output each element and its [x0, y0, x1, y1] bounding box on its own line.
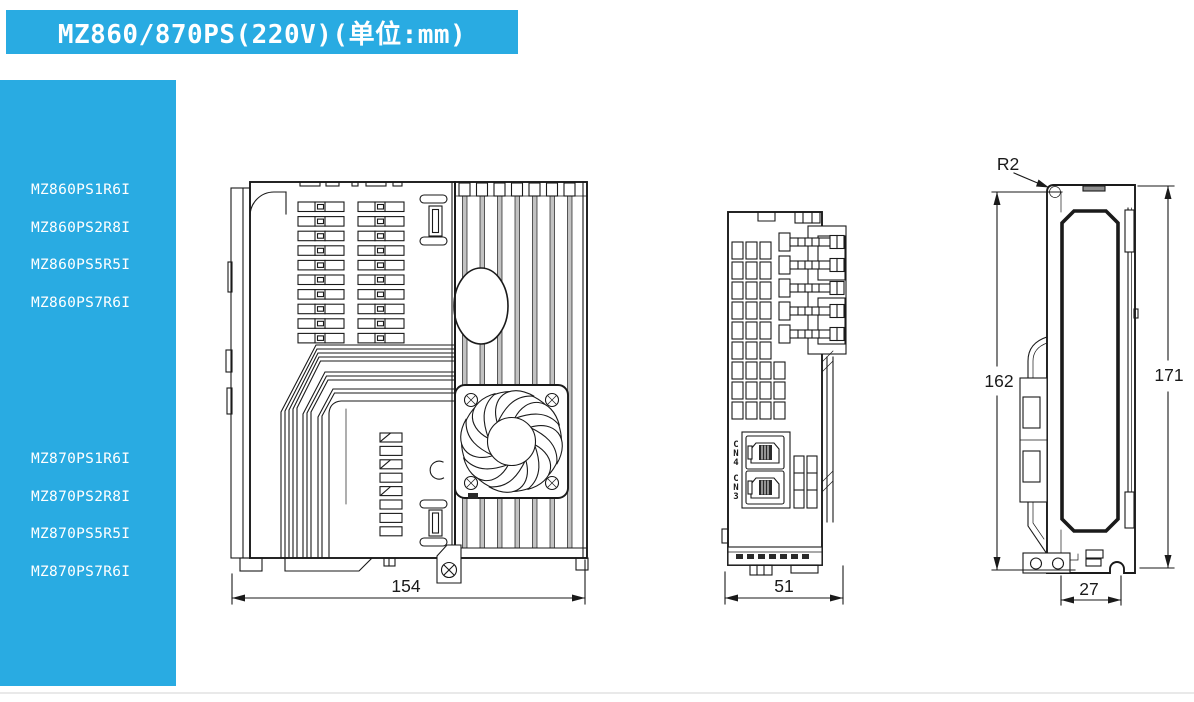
model-item: MZ870PS5R5I [31, 526, 131, 542]
dim-front-width-label: 154 [391, 576, 420, 596]
cn4-port [745, 435, 785, 470]
title-banner: MZ860/870PS(220V)(单位:mm) [6, 10, 518, 54]
model-item: MZ870PS1R6I [31, 451, 131, 467]
bottom-divider [0, 692, 1194, 694]
foot-hole [1029, 557, 1043, 570]
mounting-foot [1022, 552, 1079, 574]
model-item: MZ870PS2R8I [31, 488, 131, 505]
dim-overall-height-label: 171 [1154, 365, 1183, 385]
mounting-bracket [1019, 336, 1048, 555]
foot-hole [1051, 557, 1065, 570]
dimension-annotations: 154 51 162 171 [231, 154, 1184, 606]
page-title: MZ860/870PS(220V)(单位:mm) [57, 19, 467, 50]
fan-screw [463, 475, 479, 491]
dim-foot-width-label: 27 [1079, 579, 1098, 599]
mounting-slot [1060, 209, 1120, 533]
dim-inner-height-label: 162 [984, 371, 1013, 391]
dim-side-depth-label: 51 [774, 576, 793, 596]
din-clip [436, 544, 462, 584]
model-item: MZ860PS7R6I [31, 294, 131, 311]
cooling-fan-icon [449, 379, 574, 504]
cn3-port [745, 470, 785, 505]
inner-panel-slots [379, 432, 403, 537]
model-item: MZ860PS1R6I [31, 182, 131, 198]
model-item: MZ870PS7R6I [31, 563, 131, 580]
model-list-mz870: MZ870PS1R6I MZ870PS2R8I MZ870PS5R5I MZ87… [0, 452, 130, 602]
front-view-drawing [225, 181, 589, 584]
model-item: MZ860PS2R8I [31, 219, 131, 236]
side-vent-columns [731, 241, 786, 420]
dim-corner-radius-label: R2 [997, 154, 1019, 174]
fan-screw [463, 392, 479, 408]
model-item: MZ860PS5R5I [31, 257, 131, 273]
terminal-block [778, 225, 847, 355]
model-sidebar: MZ860PS1R6I MZ860PS2R8I MZ860PS5R5I MZ86… [0, 80, 176, 686]
mounting-view-drawing [1019, 184, 1139, 574]
stepped-cover-edge [280, 344, 456, 559]
fan-screw [544, 475, 560, 491]
fan-screw [544, 392, 560, 408]
model-list-mz860: MZ860PS1R6I MZ860PS2R8I MZ860PS5R5I MZ86… [0, 183, 130, 333]
vent-hole [453, 267, 509, 345]
vent-slot-grid [297, 201, 405, 344]
